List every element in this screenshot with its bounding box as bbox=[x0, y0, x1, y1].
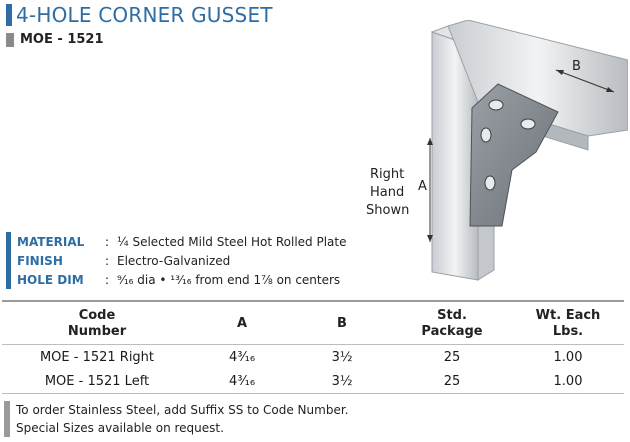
title-accent-bar bbox=[6, 4, 12, 26]
dim-b-label: B bbox=[572, 59, 581, 74]
right-hand-label-3: Shown bbox=[366, 203, 409, 218]
cell-package: 25 bbox=[443, 349, 461, 365]
subtitle-row: MOE - 1521 bbox=[6, 32, 104, 47]
spec-colon: : bbox=[105, 272, 110, 287]
cell-b: 3½ bbox=[331, 349, 353, 365]
right-hand-label-2: Hand bbox=[370, 185, 404, 200]
spec-value: ⁹⁄₁₆ dia • ¹³⁄₁₆ from end 1⅞ on centers bbox=[117, 272, 341, 287]
spec-colon: : bbox=[105, 253, 110, 268]
gusset-plate bbox=[469, 83, 559, 227]
table-row: MOE - 1521 Right 4³⁄₁₆ 3½ 25 1.00 bbox=[2, 345, 624, 370]
note-line: To order Stainless Steel, add Suffix SS … bbox=[16, 403, 349, 417]
cell-a: 4³⁄₁₆ bbox=[192, 369, 292, 394]
spec-row-finish: FINISH : Electro-Galvanized bbox=[6, 251, 366, 270]
title-row: 4-HOLE CORNER GUSSET bbox=[6, 3, 273, 27]
spec-list: MATERIAL : ¼ Selected Mild Steel Hot Rol… bbox=[6, 232, 366, 289]
table-row: MOE - 1521 Left 4³⁄₁₆ 3½ 25 1.00 bbox=[2, 369, 624, 394]
note-line: Special Sizes available on request. bbox=[16, 421, 224, 435]
cell-b: 3½ bbox=[292, 369, 392, 394]
spec-value: ¼ Selected Mild Steel Hot Rolled Plate bbox=[117, 234, 347, 249]
dim-a-label: A bbox=[418, 179, 427, 194]
col-b: B bbox=[292, 301, 392, 345]
notes: To order Stainless Steel, add Suffix SS … bbox=[4, 401, 348, 437]
cell-weight: 1.00 bbox=[512, 369, 624, 394]
gusset-drawing: A B Right Hand Shown bbox=[366, 20, 628, 281]
spec-label: FINISH bbox=[17, 253, 63, 268]
subtitle-accent-bar bbox=[6, 32, 14, 47]
spec-row-hole-dim: HOLE DIM : ⁹⁄₁₆ dia • ¹³⁄₁₆ from end 1⅞ … bbox=[6, 270, 366, 289]
cell-package: 25 bbox=[392, 369, 512, 394]
spec-colon: : bbox=[105, 234, 110, 249]
hole-2 bbox=[520, 118, 536, 130]
col-a: A bbox=[192, 301, 292, 345]
note-accent-bar bbox=[4, 401, 10, 437]
spec-accent-bar bbox=[6, 251, 11, 270]
page-title: 4-HOLE CORNER GUSSET bbox=[16, 3, 273, 27]
product-code: MOE - 1521 bbox=[20, 32, 104, 47]
spec-accent-bar bbox=[6, 232, 11, 251]
spec-label: MATERIAL bbox=[17, 234, 85, 249]
cell-weight: 1.00 bbox=[553, 349, 583, 365]
hole-4 bbox=[484, 175, 496, 191]
cell-code: MOE - 1521 Right bbox=[39, 349, 155, 365]
cell-code: MOE - 1521 Left bbox=[2, 369, 192, 394]
hole-3 bbox=[480, 127, 492, 143]
spec-row-material: MATERIAL : ¼ Selected Mild Steel Hot Rol… bbox=[6, 232, 366, 251]
hole-1 bbox=[488, 99, 504, 111]
spec-value: Electro-Galvanized bbox=[117, 253, 231, 268]
spec-accent-bar bbox=[6, 270, 11, 289]
spec-label: HOLE DIM bbox=[17, 272, 84, 287]
col-std-package: Std.Package bbox=[392, 301, 512, 345]
cell-a: 4³⁄₁₆ bbox=[228, 349, 256, 365]
right-hand-label-1: Right bbox=[370, 167, 404, 182]
